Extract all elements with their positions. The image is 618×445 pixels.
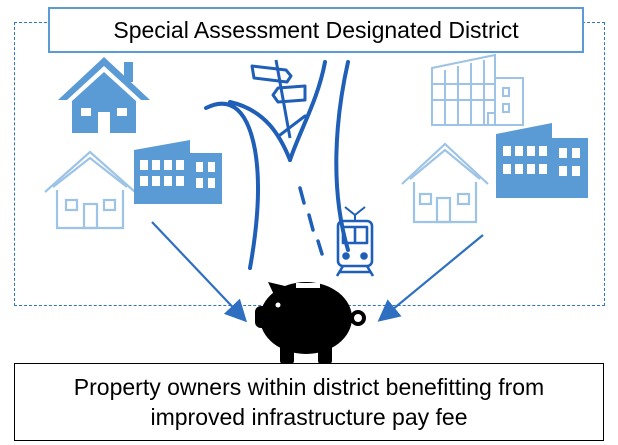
road-icon xyxy=(204,60,350,270)
fee-caption: Property owners within district benefitt… xyxy=(14,363,604,441)
piggy-bank-icon xyxy=(255,282,366,364)
office-building-icon xyxy=(431,53,524,126)
signpost-icon xyxy=(250,59,307,139)
house-icon xyxy=(58,57,150,133)
caption-line-2: improved infrastructure pay fee xyxy=(150,404,468,430)
factory-icon xyxy=(134,140,222,204)
house-outline-icon xyxy=(401,142,489,224)
arrow-icon xyxy=(377,234,484,322)
house-outline-icon xyxy=(44,150,136,230)
factory-icon xyxy=(496,123,588,198)
caption-line-1: Property owners within district benefitt… xyxy=(73,374,545,400)
district-title: Special Assessment Designated District xyxy=(48,7,584,53)
arrow-icon xyxy=(151,221,248,323)
tram-icon xyxy=(335,206,375,277)
